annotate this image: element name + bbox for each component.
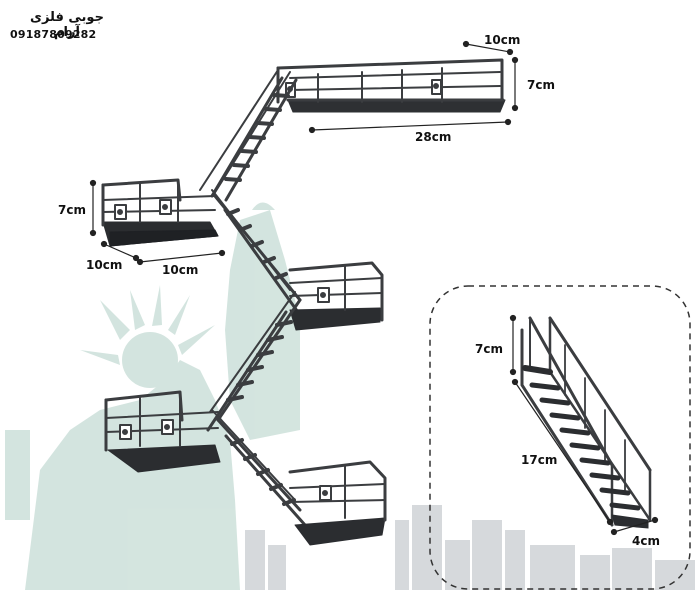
staircase-shelf <box>101 58 506 546</box>
dim-top-depth: 10cm <box>484 33 521 47</box>
middle-stair <box>211 189 302 317</box>
bottom-right-platform <box>288 460 387 546</box>
inset-detail <box>429 285 691 590</box>
brand-phone: 09187809282 <box>10 28 97 41</box>
top-platform <box>276 58 506 113</box>
dim-left-width: 10cm <box>162 263 199 277</box>
dimension-lines <box>89 40 519 266</box>
dim-inset-width: 4cm <box>632 534 660 548</box>
inset-dimension-lines <box>509 314 659 536</box>
dim-left-height: 7cm <box>58 203 86 217</box>
left-lower-platform <box>104 390 221 473</box>
brand-name: جوبی فلزی آرام <box>30 10 104 40</box>
statue-watermark <box>5 202 300 590</box>
bottom-stair <box>211 409 307 527</box>
upper-stair <box>199 69 298 202</box>
inset-stair <box>520 316 652 529</box>
lower-stair <box>206 291 302 432</box>
city-skyline <box>245 505 695 590</box>
dim-inset-length: 17cm <box>521 453 558 467</box>
dim-top-width: 28cm <box>415 130 452 144</box>
left-upper-platform <box>101 178 219 247</box>
right-middle-platform <box>288 261 384 331</box>
dim-left-depth: 10cm <box>86 258 123 272</box>
dim-inset-height: 7cm <box>475 342 503 356</box>
dim-top-height: 7cm <box>527 78 555 92</box>
